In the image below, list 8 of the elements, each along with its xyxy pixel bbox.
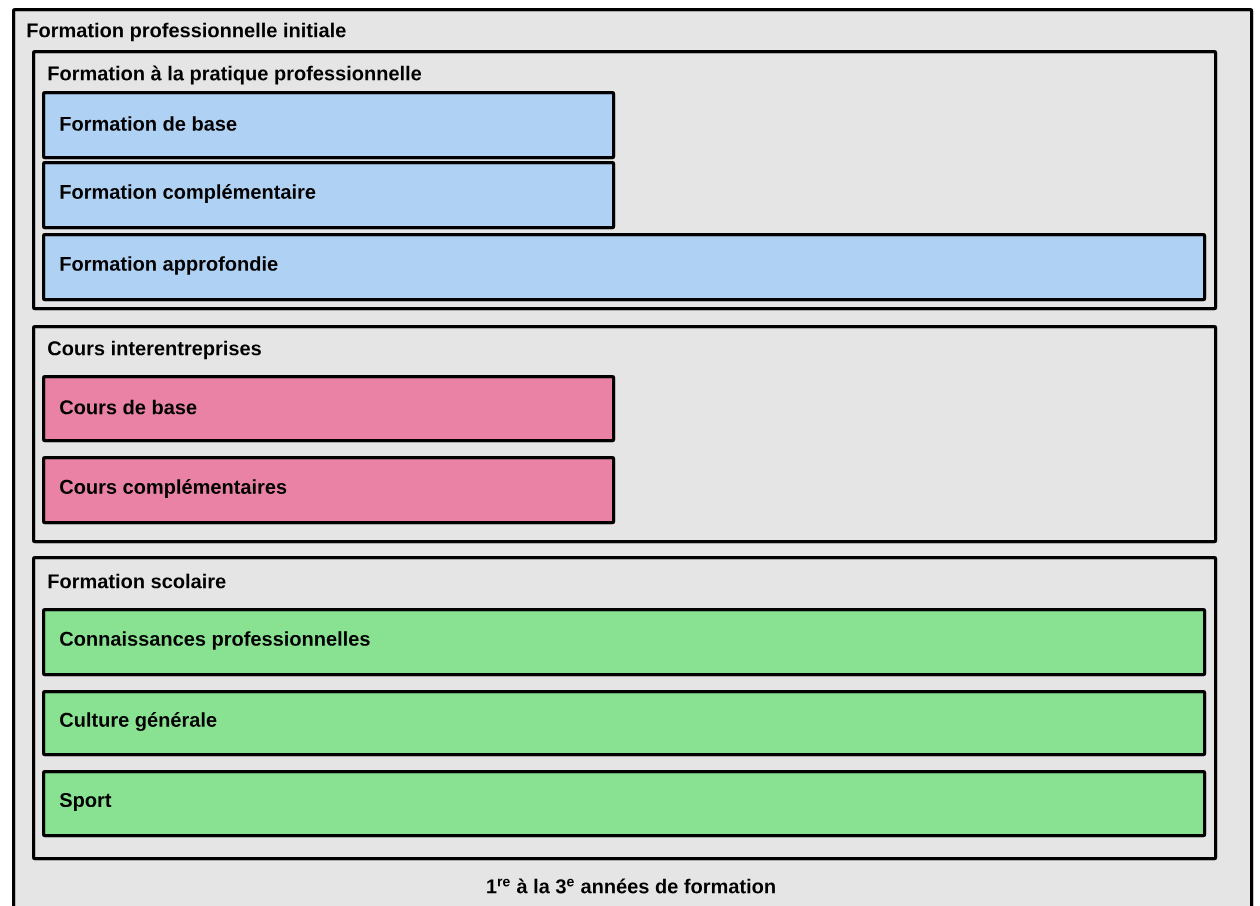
category-bar: Formation complémentaire: [42, 161, 616, 230]
category-bar: Formation de base: [42, 91, 616, 160]
category-bar: Culture générale: [42, 690, 1207, 757]
category-bar: Cours de base: [42, 375, 616, 443]
category-bar: Formation approfondie: [42, 233, 1207, 302]
category-bar: Connaissances professionnelles: [42, 608, 1207, 677]
category-bar: Cours complémentaires: [42, 456, 616, 525]
category-bar: Sport: [42, 770, 1207, 838]
